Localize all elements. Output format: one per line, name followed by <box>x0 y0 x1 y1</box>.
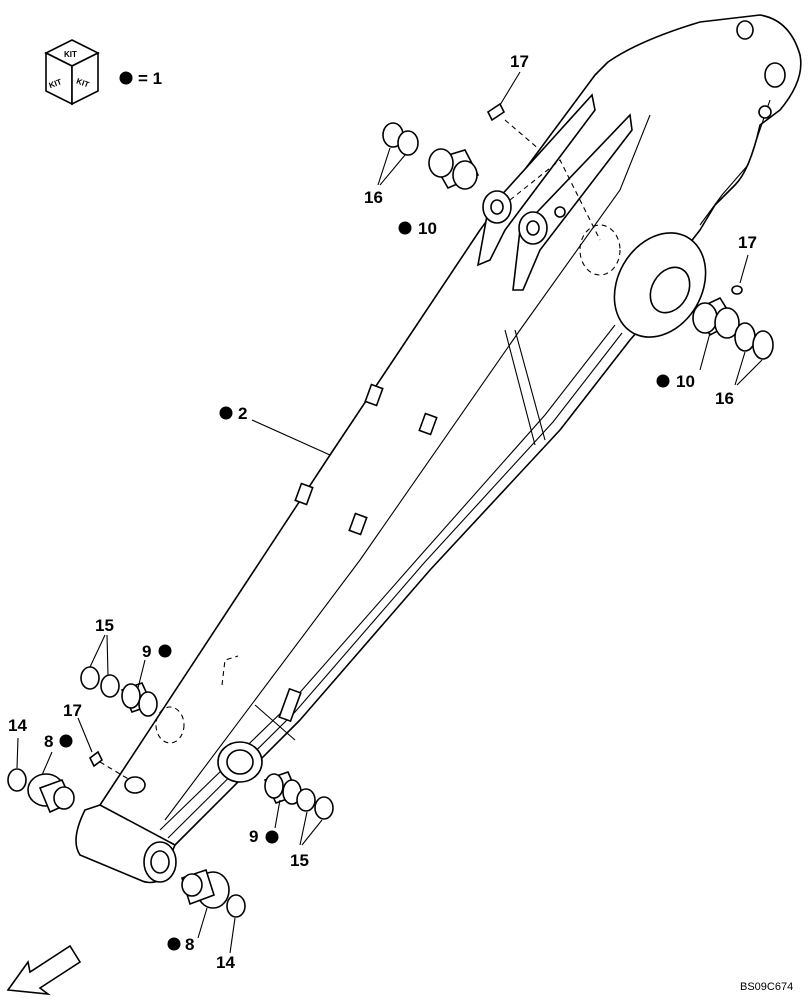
callout-14-left: 14 <box>8 716 27 735</box>
callouts: 17 16 10 17 10 16 2 15 9 17 14 8 9 15 8 … <box>8 52 757 972</box>
callout-8-bottom: 8 <box>185 935 194 954</box>
callout-10-top: 10 <box>418 219 437 238</box>
callout-2: 2 <box>238 404 247 423</box>
right-boss <box>613 20 786 338</box>
direction-arrow-icon <box>6 944 82 996</box>
callout-2-bullet <box>219 406 233 420</box>
callout-8-top: 8 <box>44 732 53 751</box>
callout-9-bottom: 9 <box>249 827 258 846</box>
callout-10-top-bullet <box>398 221 412 235</box>
callout-9-bottom-bullet <box>265 830 279 844</box>
callout-14-bottom: 14 <box>216 953 235 972</box>
kit-equals-label: = 1 <box>138 69 162 88</box>
kit-cube-icon: KIT KIT KIT <box>44 39 100 106</box>
callout-16-top: 16 <box>364 188 383 207</box>
callout-8-top-bullet <box>59 734 73 748</box>
kit-legend: KIT KIT KIT = 1 <box>44 39 162 106</box>
drawing-code: BS09C674 <box>740 981 793 993</box>
callout-16-right: 16 <box>715 389 734 408</box>
lower-end <box>75 706 263 884</box>
kit-cube-label-left: KIT <box>48 77 63 90</box>
top-link-ears <box>476 93 633 291</box>
parts <box>7 102 774 918</box>
kit-cube-label-top: KIT <box>64 50 77 59</box>
leader-lines <box>16 71 763 954</box>
callout-9-top: 9 <box>142 642 151 661</box>
arm-body <box>99 14 802 846</box>
callout-17-left: 17 <box>63 701 82 720</box>
kit-cube-label-right: KIT <box>75 77 90 90</box>
callout-15-top: 15 <box>95 616 114 635</box>
callout-17-top: 17 <box>510 52 529 71</box>
callout-9-top-bullet <box>158 644 172 658</box>
callout-10-right-bullet <box>656 374 670 388</box>
callout-10-right: 10 <box>676 372 695 391</box>
callout-8-bottom-bullet <box>167 937 181 951</box>
kit-bullet-icon <box>119 71 133 85</box>
callout-17-right: 17 <box>738 233 757 252</box>
callout-15-bottom: 15 <box>290 851 309 870</box>
